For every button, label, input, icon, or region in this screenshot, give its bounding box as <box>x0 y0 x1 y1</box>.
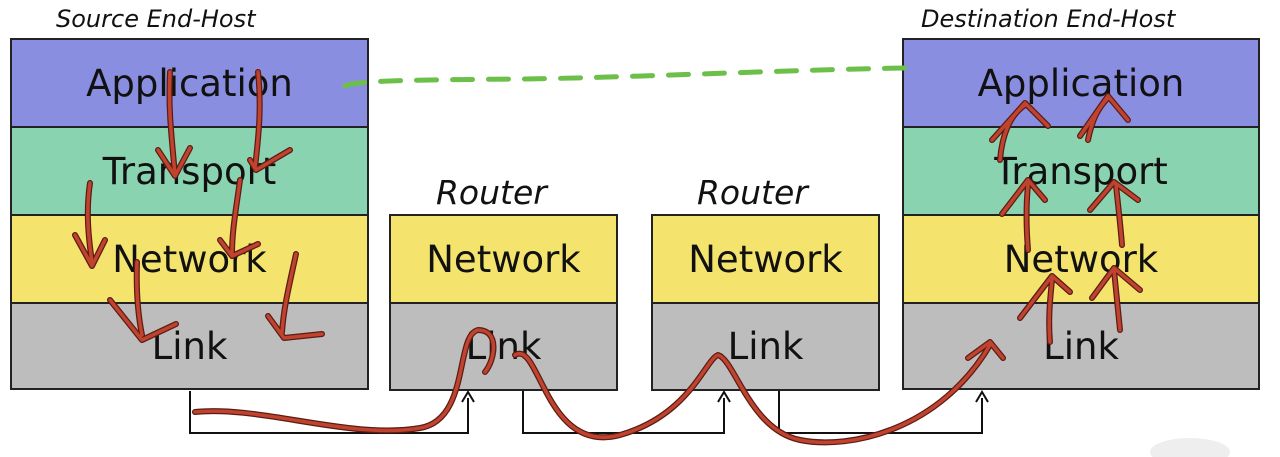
connection-router2-to-destination <box>778 391 983 434</box>
router-2-network-layer: Network <box>651 214 880 304</box>
connection-source-to-router1 <box>189 391 469 434</box>
application-peer-dashed-line <box>342 65 909 89</box>
red-arrow-dest-up-4 <box>1087 179 1141 248</box>
red-path-source-to-router1 <box>192 327 497 434</box>
arrowhead-destination <box>975 390 989 403</box>
arrowhead-router2 <box>717 390 731 403</box>
router-2-stack: Network Link <box>651 214 880 391</box>
source-transport-layer: Transport <box>10 126 369 216</box>
destination-transport-layer: Transport <box>902 126 1260 216</box>
router-1-network-layer: Network <box>389 214 618 304</box>
router-1-link-layer: Link <box>389 302 618 391</box>
connection-arrowheads <box>461 390 989 403</box>
red-annotation-strokes <box>72 69 1143 446</box>
destination-network-layer: Network <box>902 214 1260 304</box>
destination-link-layer: Link <box>902 302 1260 390</box>
red-path-router1-to-router2 <box>512 339 1006 446</box>
source-link-layer: Link <box>10 302 369 390</box>
physical-connections <box>189 391 983 434</box>
source-host-title: Source End-Host <box>56 5 256 33</box>
source-host-stack: Application Transport Network Link <box>10 38 369 390</box>
connection-router1-to-router2 <box>522 391 725 434</box>
router-1-stack: Network Link <box>389 214 618 391</box>
router-2-link-layer: Link <box>651 302 880 391</box>
router-2-title: Router <box>697 173 808 212</box>
faint-blob-decoration <box>1150 438 1230 457</box>
router-1-title: Router <box>436 173 547 212</box>
arrowhead-router1 <box>461 390 475 403</box>
source-application-layer: Application <box>10 38 369 128</box>
destination-host-stack: Application Transport Network Link <box>902 38 1260 390</box>
destination-host-title: Destination End-Host <box>921 5 1176 33</box>
